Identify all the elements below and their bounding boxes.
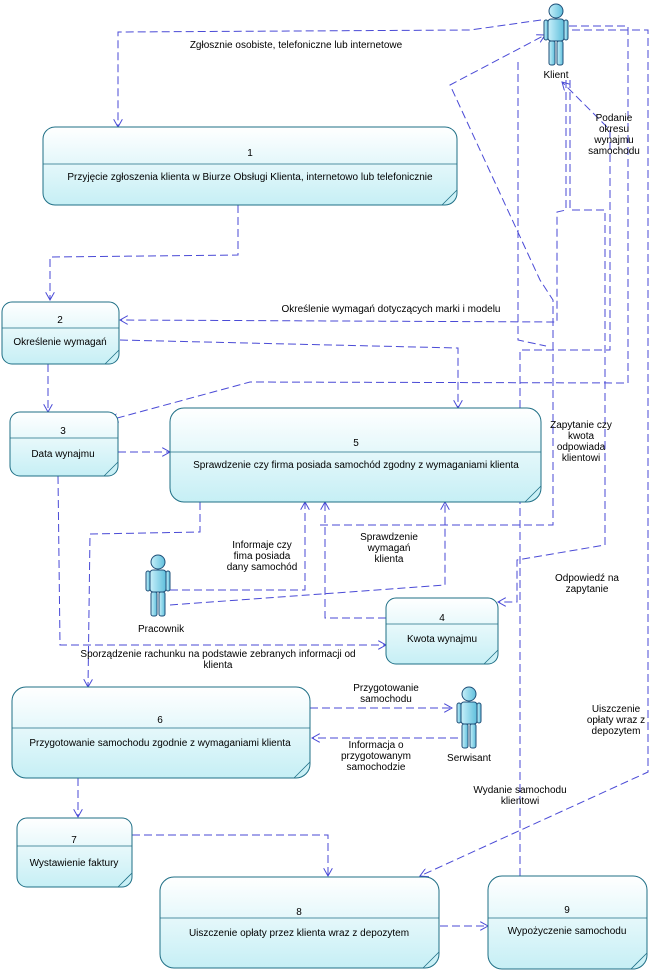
flow-label-line: samochodzie (347, 762, 406, 773)
flow-5-to-6 (88, 502, 201, 687)
flow-label-line: fima posiada (234, 551, 291, 562)
flow-label-line: klienta (204, 660, 233, 671)
process-number: 6 (157, 715, 163, 726)
flow-label-line: Podanie (596, 113, 633, 124)
flow-label-line: depozytem (592, 726, 641, 737)
process-label: Uiszczenie opłaty przez klienta wraz z d… (189, 928, 409, 939)
process-1[interactable]: 1 Przyjęcie zgłoszenia klienta w Biurze … (42, 126, 458, 206)
flow-label-line: Uiszczenie (592, 704, 641, 715)
process-3[interactable]: 3 Data wynajmu (9, 411, 119, 477)
process-number: 1 (247, 148, 253, 159)
person-icon (145, 554, 171, 617)
flow-klient-to-2 (120, 80, 567, 322)
flow-pracownik-to-5 (170, 502, 305, 591)
flow-labels: Zgłosznie osobiste, telefoniczne lub int… (80, 40, 645, 807)
flow-5-to-klient-zapytanie (320, 35, 554, 526)
process-5[interactable]: 5 Sprawdzenie czy firma posiada samochód… (169, 407, 542, 503)
process-9[interactable]: 9 Wypożyczenie samochodu (487, 875, 648, 970)
flow-klient-to-1 (118, 19, 542, 127)
flow-1-to-2 (50, 205, 239, 300)
actor-label: Serwisant (447, 753, 491, 764)
process-2[interactable]: 2 Określenie wymagań (1, 301, 120, 365)
person-icon (456, 686, 482, 749)
process-6[interactable]: 6 Przygotowanie samochodu zgodnie z wyma… (11, 686, 311, 779)
flow-label-line: opłaty wraz z (587, 715, 645, 726)
flow-label-line: samochodu (360, 694, 412, 705)
process-label: Przygotowanie samochodu zgodnie z wymaga… (29, 738, 291, 749)
process-number: 4 (439, 613, 445, 624)
actor-klient[interactable]: Klient (543, 3, 569, 81)
process-label: Kwota wynajmu (407, 634, 477, 645)
flow-label-line: Sprawdzenie (360, 532, 418, 543)
flow-label-line: Odpowiedź na (555, 573, 619, 584)
process-number: 9 (564, 905, 570, 916)
flow-label-line: wynajmu (593, 135, 633, 146)
flow-label-line: Sporządzenie rachunku na podstawie zebra… (80, 649, 355, 660)
process-8[interactable]: 8 Uiszczenie opłaty przez klienta wraz z… (159, 876, 440, 969)
flow-label-line: samochodu (588, 146, 640, 157)
flow-3-to-4 (57, 475, 386, 645)
process-7[interactable]: 7 Wystawienie faktury (16, 817, 133, 888)
process-number: 8 (296, 907, 302, 918)
process-number: 2 (57, 315, 63, 326)
flow-label-line: Informacja o (348, 740, 403, 751)
process-label: Przyjęcie zgłoszenia klienta w Biurze Ob… (67, 172, 433, 183)
flow-klient-to-8 (420, 29, 649, 876)
process-label: Sprawdzenie czy firma posiada samochód z… (193, 460, 519, 471)
flow-label-line: przygotowanym (341, 751, 411, 762)
flow-label-okreslenie-wymagan: Określenie wymagań dotyczących marki i m… (282, 304, 501, 315)
flow-klient-to-3 (110, 25, 629, 420)
process-label: Data wynajmu (31, 449, 94, 460)
actor-pracownik[interactable]: Pracownik (138, 554, 185, 635)
flow-label-line: klienta (375, 554, 404, 565)
flow-label-line: kwota (568, 431, 595, 442)
flow-lines (48, 19, 649, 926)
actor-serwisant[interactable]: Serwisant (447, 686, 491, 764)
flow-label-line: zapytanie (566, 584, 609, 595)
flow-label-sporzadzenie: Sporządzenie rachunku na podstawie zebra… (80, 649, 355, 671)
flow-label-line: wymagań (367, 543, 411, 554)
flow-4-to-5 (325, 502, 386, 619)
process-4[interactable]: 4 Kwota wynajmu (385, 597, 499, 665)
flow-7-to-8 (132, 834, 328, 876)
flow-label-line: dany samochód (227, 562, 298, 573)
actor-label: Pracownik (138, 624, 185, 635)
flow-label-line: klientowi (562, 453, 600, 464)
flow-label-line: okresu (599, 124, 629, 135)
process-label: Określenie wymagań (13, 337, 106, 348)
process-number: 3 (60, 426, 66, 437)
flow-label-line: odpowiada (557, 442, 606, 453)
flow-9-to-klient (519, 82, 611, 876)
flow-2-to-5 (119, 339, 458, 408)
process-number: 7 (71, 835, 77, 846)
process-label: Wystawienie faktury (30, 858, 119, 869)
flow-pracownik-to-5-b (169, 502, 445, 606)
flow-label-line: Zgłosznie osobiste, telefoniczne lub int… (190, 40, 403, 51)
flow-klient-to-4-odpowiedz (498, 80, 606, 602)
process-label: Wypożyczenie samochodu (508, 926, 627, 937)
process-number: 5 (353, 438, 359, 449)
actor-label: Klient (543, 70, 568, 81)
flow-klient-vertical (517, 62, 547, 347)
flow-label-line: Informaje czy (232, 540, 291, 551)
person-icon (543, 3, 569, 66)
flow-label-line: Wydanie samochodu (473, 785, 566, 796)
flow-label-line: Określenie wymagań dotyczących marki i m… (282, 304, 501, 315)
flow-label-line: Przygotowanie (353, 683, 419, 694)
flow-label-line: klientowi (501, 796, 539, 807)
flow-label-line: Zapytanie czy (550, 420, 612, 431)
flow-label-zgloszenie: Zgłosznie osobiste, telefoniczne lub int… (190, 40, 403, 51)
